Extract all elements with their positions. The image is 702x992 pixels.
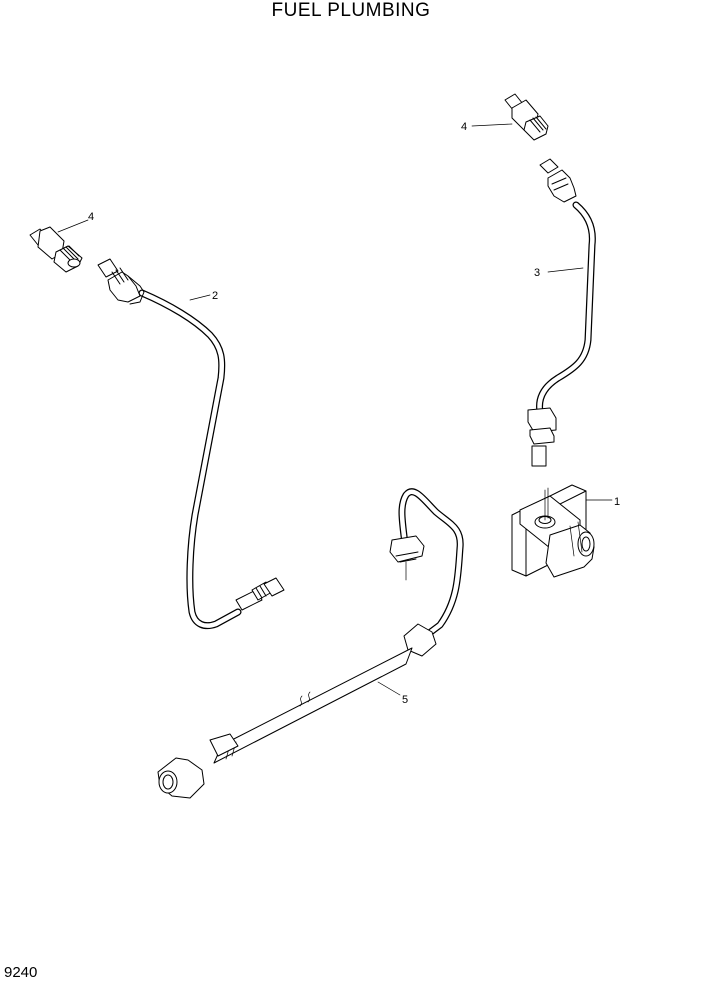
fuel-pipe-3[interactable]: [527, 158, 596, 467]
callout-4-left: 4: [88, 211, 94, 223]
callout-3: 3: [534, 267, 540, 279]
page-number: 9240: [4, 964, 38, 981]
page-title: FUEL PLUMBING: [271, 0, 431, 21]
leader-line-3: [547, 267, 584, 273]
leader-line-4-right: [471, 123, 513, 127]
fuel-hose-5[interactable]: [157, 488, 464, 799]
leader-line-5: [377, 681, 401, 696]
adapter-4-right[interactable]: [504, 93, 549, 141]
leader-line-4-left: [57, 219, 89, 233]
callout-1: 1: [614, 496, 620, 508]
callout-2: 2: [212, 290, 218, 302]
leader-line-2: [189, 294, 211, 301]
callout-5: 5: [402, 694, 408, 706]
fuel-pipe-2[interactable]: [97, 258, 285, 630]
callout-4-right: 4: [461, 121, 467, 133]
banjo-fitting-1[interactable]: [511, 484, 595, 578]
adapter-4-left[interactable]: [29, 226, 83, 273]
